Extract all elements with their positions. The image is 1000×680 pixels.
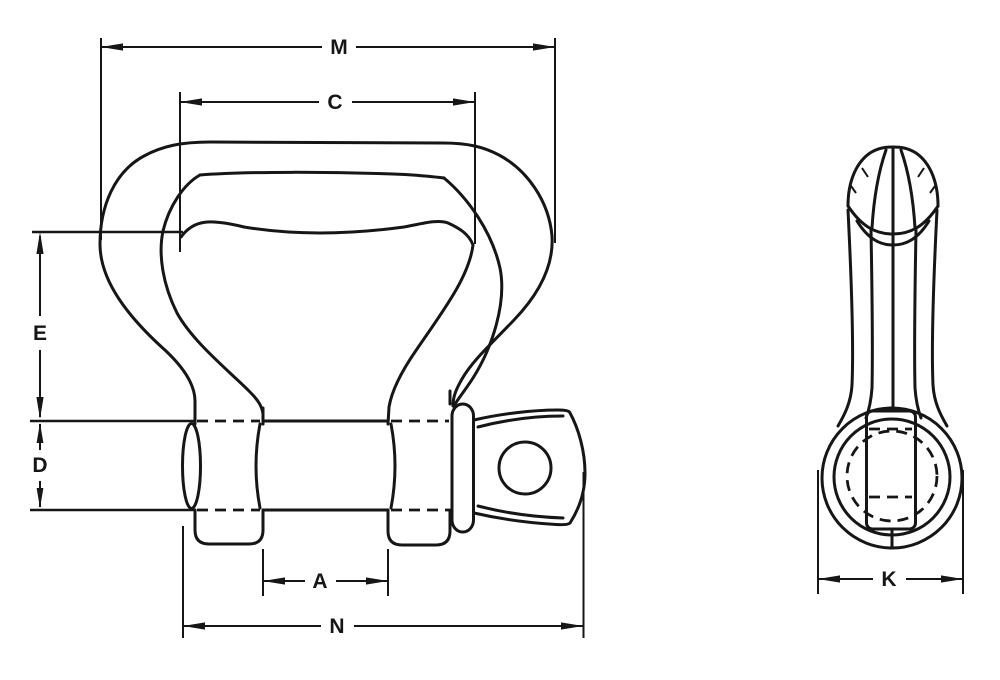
- arrowhead-right: [366, 577, 388, 585]
- bow-inner-opening-left-edge: [159, 173, 265, 426]
- pin-end-ellipse: [181, 422, 202, 510]
- dimension-D: D: [32, 423, 48, 508]
- dimension-K: K: [817, 470, 964, 594]
- side-dome-inner-curve-right: [899, 148, 917, 230]
- bow-inner-right-rim: [442, 176, 504, 408]
- arrowhead-up: [36, 232, 44, 254]
- dome-tick-left-lower: [850, 185, 857, 194]
- arrowhead-left: [180, 98, 202, 106]
- arrowhead-down: [36, 488, 44, 508]
- dimension-E: E: [33, 232, 47, 419]
- arrowhead-left: [818, 575, 840, 583]
- side-eye-inner-circle: [832, 417, 952, 537]
- side-leg-outer-right: [930, 208, 949, 428]
- pin-head-chamfer-bottom: [476, 504, 565, 520]
- dimension-label-D: D: [32, 454, 47, 477]
- bow-inner-top-arc: [198, 170, 446, 180]
- side-leg-outer-left: [836, 208, 855, 428]
- arrowhead-left: [263, 577, 285, 585]
- dimension-M: M: [100, 36, 556, 243]
- arrowhead-right: [533, 43, 555, 51]
- right-leg-eye-arc: [389, 422, 397, 510]
- pin-head-hole: [497, 440, 553, 496]
- dimension-A: A: [262, 549, 389, 596]
- dimension-label-N: N: [329, 615, 344, 638]
- dome-tick-left-upper: [861, 167, 869, 178]
- arrowhead-down: [36, 397, 44, 419]
- dome-tick-right-upper: [917, 167, 925, 178]
- dimension-label-E: E: [33, 322, 47, 345]
- pin-head-chamfer-top: [476, 414, 565, 429]
- side-leg-inner-right: [913, 228, 923, 420]
- arrowhead-up: [36, 423, 44, 443]
- side-dome-outline: [846, 145, 940, 208]
- bow-outer-outline: [98, 140, 554, 426]
- bow-inner-far-edge: [179, 220, 475, 426]
- arrowhead-left: [183, 622, 205, 630]
- dimension-C: C: [179, 91, 476, 252]
- left-leg-eye-arc: [254, 422, 262, 510]
- dimension-N: N: [182, 472, 585, 638]
- dome-tick-right-lower: [929, 185, 936, 194]
- dimension-label-K: K: [881, 568, 896, 591]
- dimension-label-A: A: [312, 570, 327, 593]
- side-eye-hidden-pin-circle: [845, 429, 939, 523]
- pin-head-outline: [472, 408, 587, 527]
- arrowhead-right: [941, 575, 963, 583]
- side-leg-inner-left: [864, 228, 874, 420]
- shackle-side-view: K: [817, 145, 964, 594]
- side-dome-inner-curve-left: [870, 148, 888, 230]
- right-leg-bottom: [386, 508, 452, 547]
- dimension-label-M: M: [330, 36, 348, 59]
- arrowhead-left: [101, 43, 123, 51]
- shackle-front-view: M C E D: [30, 36, 587, 638]
- arrowhead-right: [561, 622, 583, 630]
- dimension-label-C: C: [327, 91, 342, 114]
- pin-flange: [450, 402, 475, 534]
- left-leg-bottom: [193, 508, 265, 546]
- arrowhead-right: [453, 98, 475, 106]
